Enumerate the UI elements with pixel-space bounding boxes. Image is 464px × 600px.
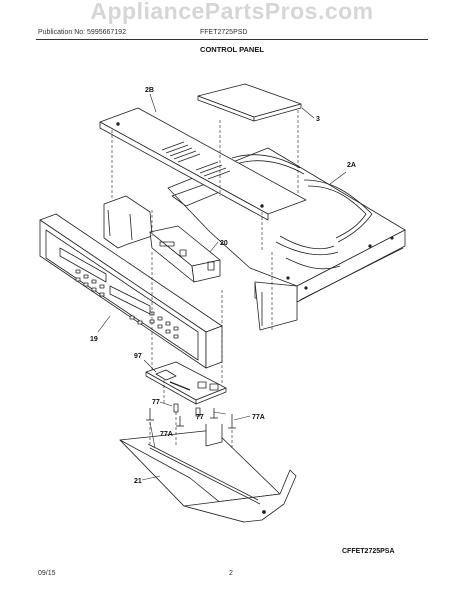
callout-77a-left: 77A <box>160 431 173 438</box>
callout-19: 19 <box>90 336 98 343</box>
model-number: FFET2725PSD <box>200 29 248 36</box>
callout-77a-right: 77A <box>252 414 265 421</box>
callout-77-mid: 77 <box>196 414 204 421</box>
callout-3: 3 <box>316 116 320 123</box>
footer-page: 2 <box>229 570 233 577</box>
callout-2b: 2B <box>145 87 154 94</box>
callout-97: 97 <box>134 353 142 360</box>
callout-2a: 2A <box>347 162 356 169</box>
callout-21: 21 <box>134 478 142 485</box>
part-trim-bar <box>99 107 307 221</box>
publication-number: Publication No: 5995667192 <box>38 29 126 36</box>
footer-date: 09/15 <box>38 570 56 577</box>
leader-lines <box>97 93 347 481</box>
header-rule <box>36 39 428 40</box>
part-control-board <box>145 361 227 405</box>
assembly-lines <box>111 110 299 450</box>
callout-77-left: 77 <box>152 399 160 406</box>
part-side-bracket <box>103 195 153 249</box>
callout-labels: 2B 3 2A 20 19 97 77 77 77A 77A 21 CFFET2… <box>90 87 395 555</box>
part-standoffs <box>146 403 236 429</box>
callout-20: 20 <box>220 240 228 247</box>
part-cover-panel <box>197 83 302 122</box>
part-relay-board <box>149 225 221 283</box>
page-title: CONTROL PANEL <box>200 45 264 54</box>
watermark: AppliancePartsPros.com <box>90 0 374 24</box>
part-bottom-shield <box>119 424 297 523</box>
diagram-code: CFFET2725PSA <box>342 548 395 555</box>
